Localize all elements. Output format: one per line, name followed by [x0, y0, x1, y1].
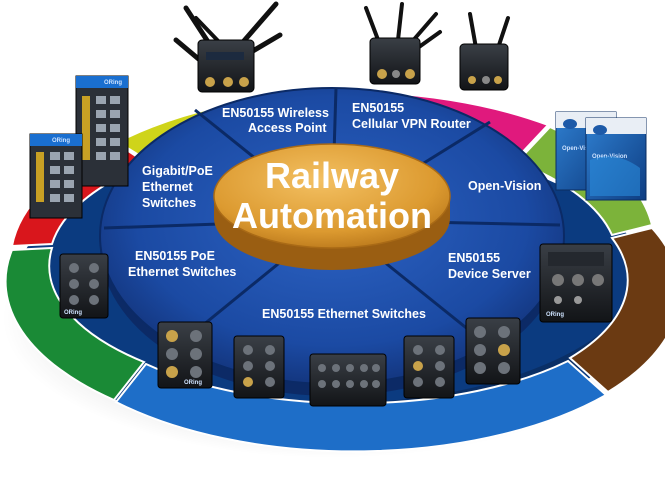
ethernet-switch-image-3: [309, 353, 387, 407]
label-wireless-ap-line1: EN50155 Wireless: [222, 106, 329, 120]
device-server-image: ORing: [539, 243, 613, 323]
ethernet-switch-image-4: [403, 335, 455, 399]
poe-switch-brand: ORing: [64, 310, 82, 316]
gigabit-switch-image-1: ORing: [75, 75, 129, 187]
ring-segment-green: [4, 246, 146, 402]
gigabit-switch-image-2: ORing: [29, 133, 83, 219]
label-gigabit-switches-line1: Gigabit/PoE: [142, 164, 213, 178]
segment-labels: EN50155 Wireless Access Point EN50155 Ce…: [128, 101, 541, 321]
center-title-line1: Railway: [265, 155, 399, 196]
ethernet-switch-image-5: [465, 317, 521, 385]
wireless-access-point-image: [173, 1, 283, 93]
label-gigabit-switches-line3: Switches: [142, 196, 196, 210]
label-device-server-line1: EN50155: [448, 251, 500, 265]
ethernet-switch-image-2: [233, 335, 285, 399]
poe-switch-image: ORing: [59, 253, 109, 319]
open-vision-software-boxes: Open-Vision Open-Vision: [555, 111, 647, 201]
center-title-line2: Automation: [232, 195, 432, 236]
label-poe-switches-line2: Ethernet Switches: [128, 265, 236, 279]
ethernet-switch-brand-1: ORing: [184, 380, 202, 386]
gigabit-switch-brand-1: ORing: [104, 80, 122, 86]
label-cellular-router-line2: Cellular VPN Router: [352, 117, 471, 131]
label-open-vision: Open-Vision: [468, 179, 541, 193]
ethernet-switch-image-1: ORing: [157, 321, 213, 389]
gigabit-switch-brand-2: ORing: [52, 138, 70, 144]
center-hub: Railway Automation: [213, 143, 451, 270]
label-cellular-router-line1: EN50155: [352, 101, 404, 115]
label-gigabit-switches-line2: Ethernet: [142, 180, 194, 194]
label-poe-switches-line1: EN50155 PoE: [135, 249, 215, 263]
label-wireless-ap-line2: Access Point: [248, 121, 327, 135]
cellular-router-image-1: [364, 2, 442, 85]
label-ethernet-switches: EN50155 Ethernet Switches: [262, 307, 426, 321]
cellular-router-image-2: [459, 12, 510, 91]
label-device-server-line2: Device Server: [448, 267, 531, 281]
device-server-brand: ORing: [546, 312, 564, 318]
software-box-label-1: Open-Vision: [562, 146, 598, 152]
ring-segment-brown: [568, 226, 665, 394]
